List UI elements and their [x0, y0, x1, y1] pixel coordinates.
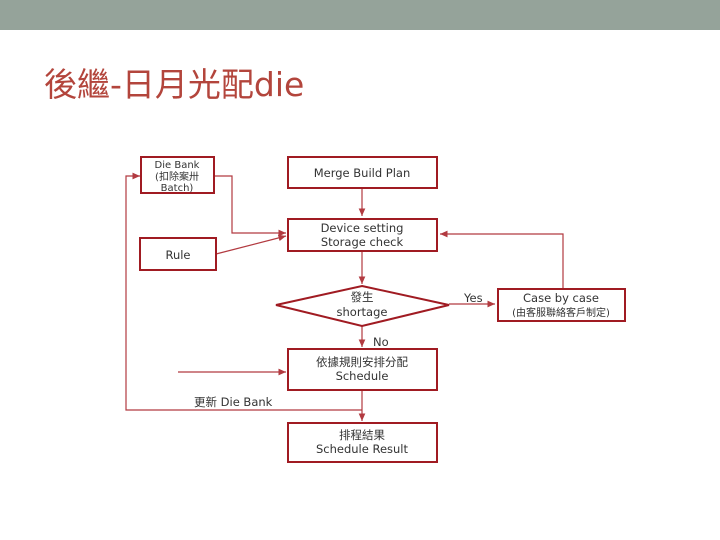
node-rule: Rule: [139, 237, 217, 271]
node-schedule-result: 排程結果 Schedule Result: [287, 422, 438, 463]
device-setting-label-2: Storage check: [321, 235, 404, 249]
node-die-bank: Die Bank (扣除案卅 Batch): [140, 156, 215, 194]
rule-label: Rule: [165, 248, 190, 262]
edge-case-loop: [440, 230, 564, 288]
die-bank-label-3: Batch): [161, 183, 194, 194]
slide-title: 後繼-日月光配die: [44, 65, 305, 104]
merge-build-plan-label: Merge Build Plan: [314, 166, 411, 180]
no-label: No: [373, 335, 389, 349]
update-die-bank-label: 更新 Die Bank: [194, 395, 273, 409]
node-case-by-case: Case by case (由客服聯絡客戶制定): [497, 288, 626, 322]
case-by-case-label-2: (由客服聯絡客戶制定): [512, 306, 610, 319]
connectors: [125, 172, 564, 421]
node-shortage-decision: 發生 shortage: [275, 284, 450, 328]
edge-diebank-to-device: [214, 175, 286, 237]
result-label-1: 排程結果: [339, 428, 385, 442]
allocation-label-2: Schedule: [336, 369, 389, 383]
case-by-case-label-1: Case by case: [523, 291, 599, 305]
decision-label-1: 發生: [351, 290, 374, 304]
node-device-setting: Device setting Storage check: [287, 218, 438, 252]
top-accent-bar: [0, 0, 720, 30]
decision-label-2: shortage: [337, 305, 388, 319]
edge-update-diebank: [125, 172, 362, 411]
result-label-2: Schedule Result: [316, 442, 409, 456]
node-merge-build-plan: Merge Build Plan: [287, 156, 438, 189]
edge-rule-to-device: [215, 234, 287, 255]
allocation-label-1: 依據規則安排分配: [316, 355, 408, 369]
device-setting-label-1: Device setting: [321, 221, 404, 235]
node-allocation-schedule: 依據規則安排分配 Schedule: [287, 348, 438, 391]
yes-label: Yes: [463, 291, 483, 305]
die-bank-label-1: Die Bank: [155, 160, 200, 171]
die-bank-label-2: (扣除案卅: [155, 170, 199, 183]
